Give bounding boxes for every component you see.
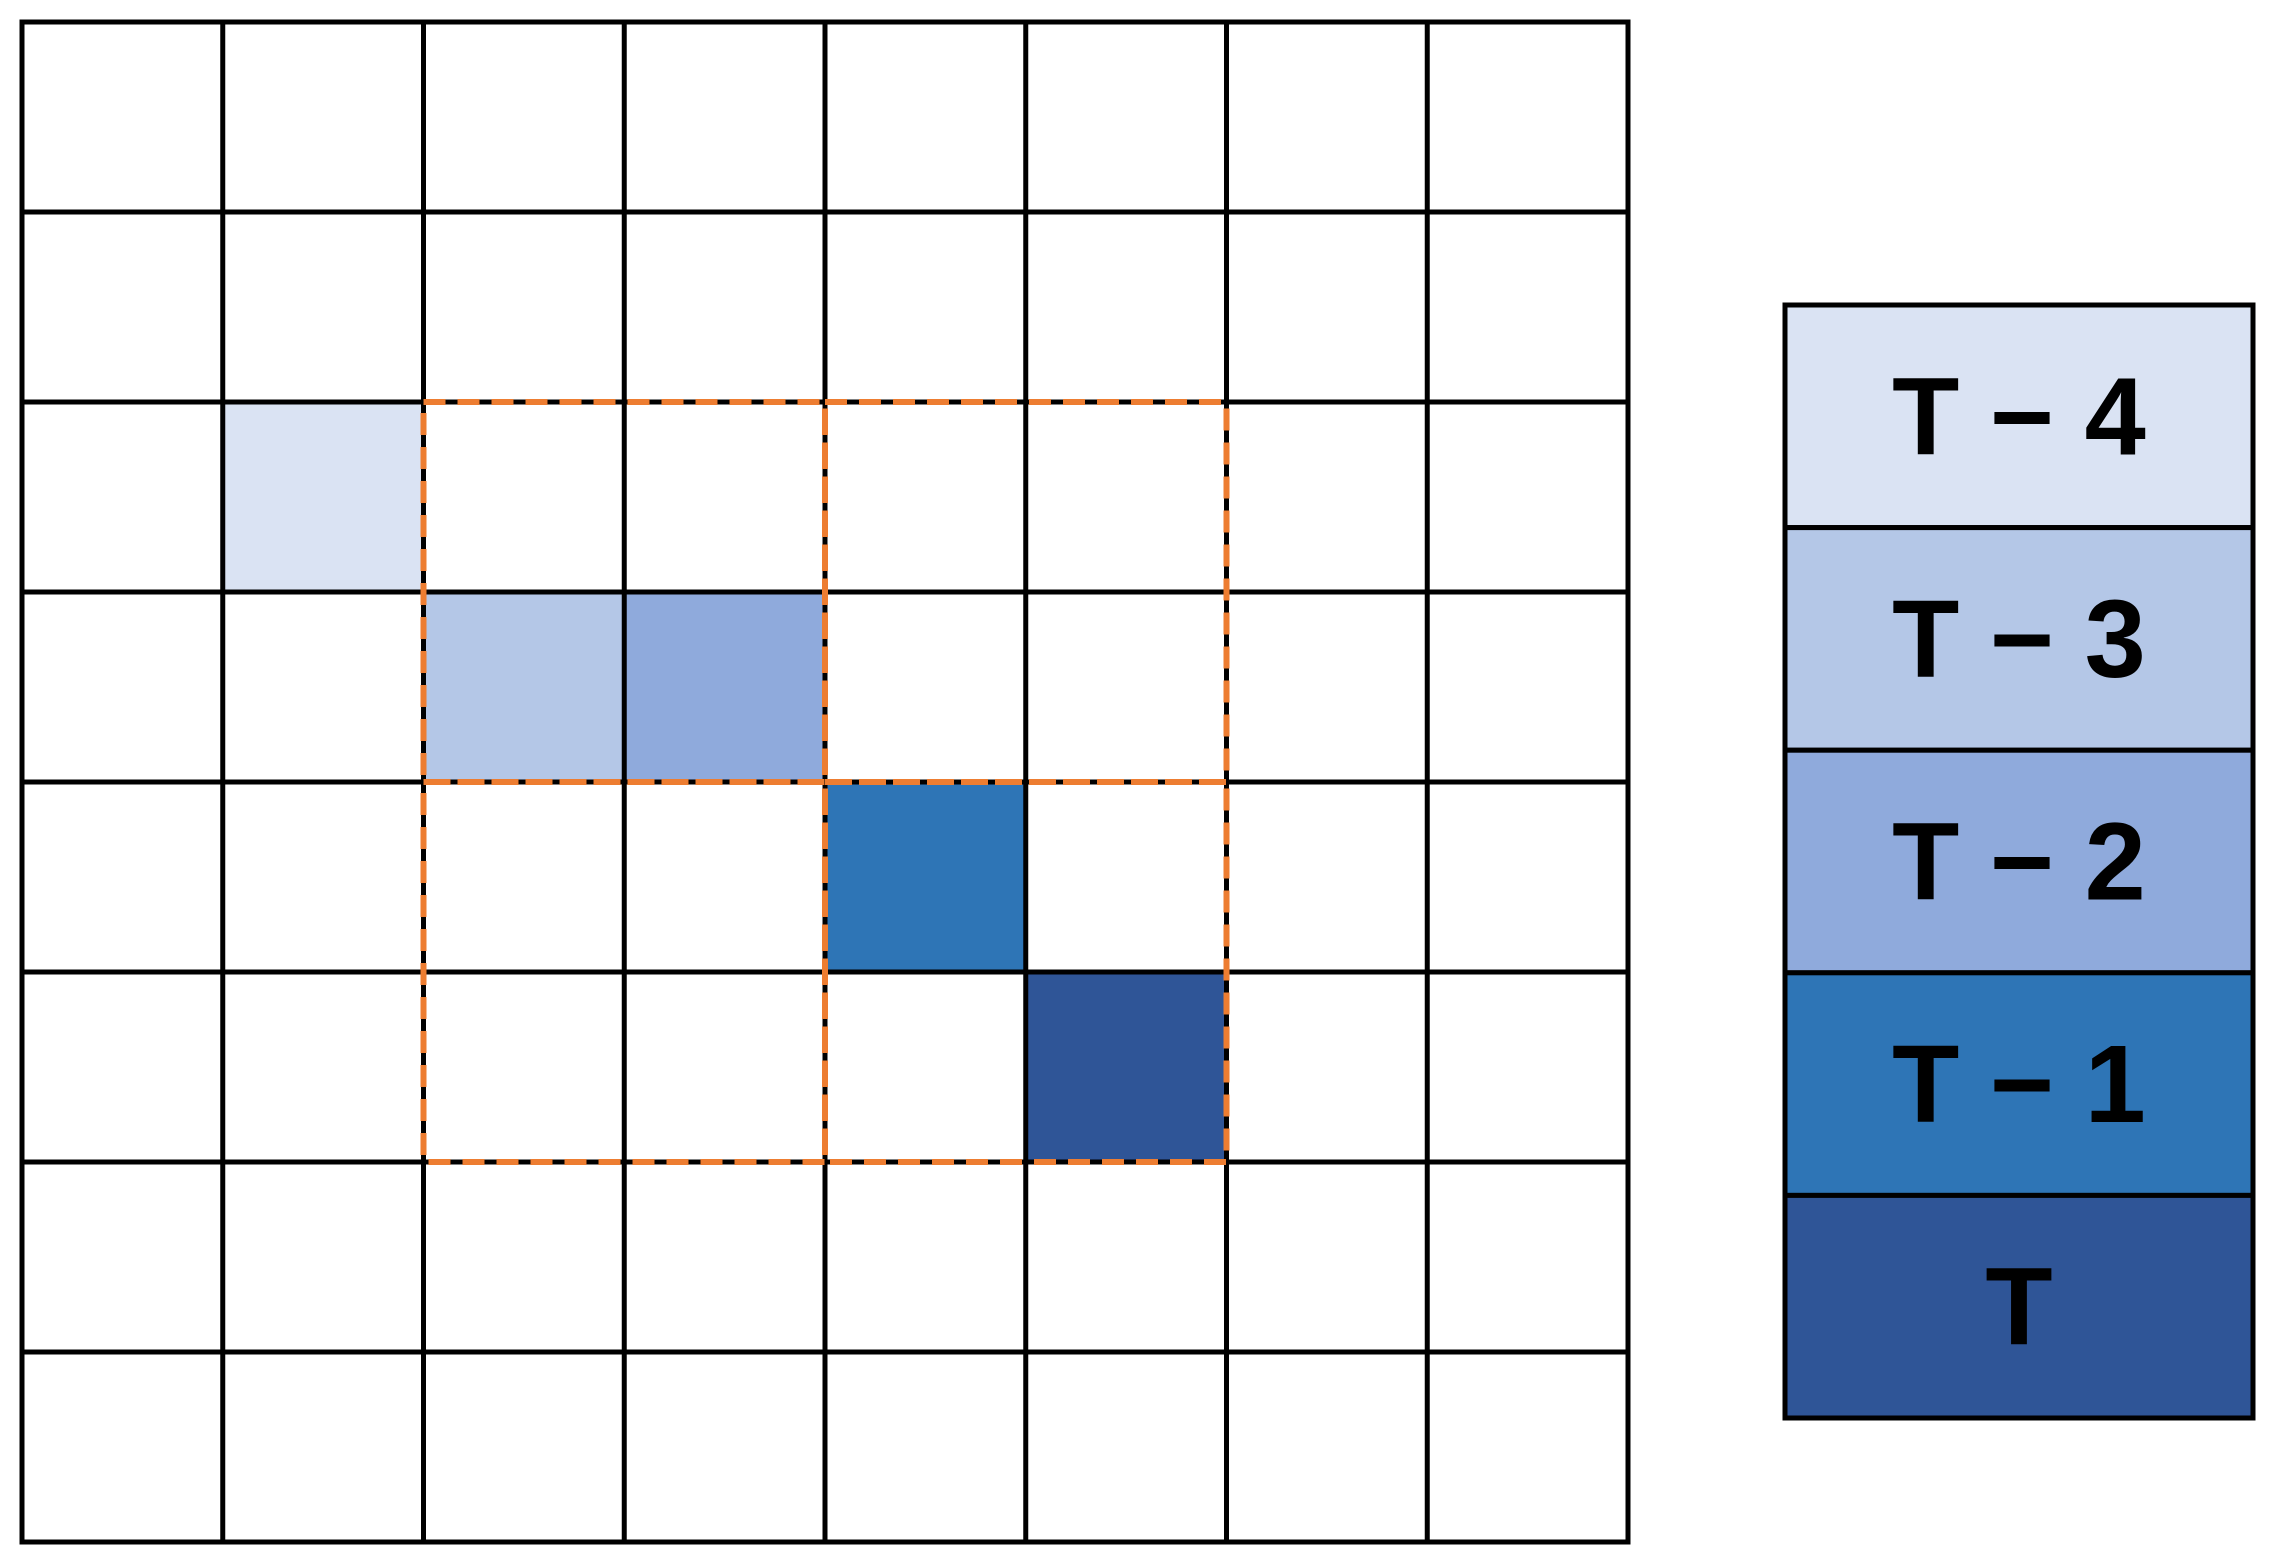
colored-cell-3: [825, 782, 1026, 972]
legend-swatch-1: [1782, 525, 2256, 753]
legend-label-4: T: [1985, 1246, 2052, 1369]
colored-cell-4: [1025, 972, 1227, 1162]
colored-cell-0: [222, 402, 424, 592]
legend-swatch-3: [1782, 970, 2256, 1198]
legend-swatch-0: [1782, 302, 2256, 531]
legend-swatch-2: [1782, 747, 2256, 976]
window-block-3: [822, 779, 1230, 1165]
legend-label-0: T − 4: [1892, 355, 2146, 478]
legend-label-1: T − 3: [1892, 578, 2146, 701]
colored-cell-1: [423, 592, 625, 782]
window-blocks: [420, 399, 1230, 1165]
legend-swatch-4: [1782, 1192, 2256, 1421]
legend-label-3: T − 1: [1892, 1023, 2146, 1146]
colored-cell-2: [624, 592, 825, 782]
window-block-1: [822, 399, 1230, 785]
colored-cells: [222, 402, 1227, 1162]
legend: T − 4 T − 3 T − 2 T − 1 T: [1782, 302, 2256, 1421]
legend-label-2: T − 2: [1892, 801, 2146, 924]
